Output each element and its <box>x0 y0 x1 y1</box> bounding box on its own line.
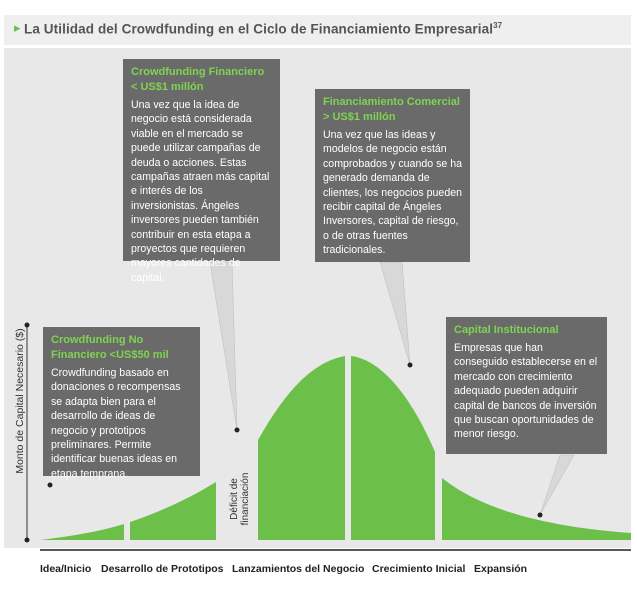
box-comercial-body: Una vez que las ideas y modelos de negoc… <box>323 129 462 257</box>
pointer-institucional <box>539 454 575 516</box>
box-no-financiero-body: Crowdfunding basado en donaciones o reco… <box>51 367 181 480</box>
pointer-dot-no-financiero <box>47 482 53 488</box>
box-financiamiento-comercial: Financiamiento Comercial > US$1 millón U… <box>315 89 470 262</box>
pointer-financiero <box>209 261 238 431</box>
box-financiero-heading: Crowdfunding Financiero < US$1 millón <box>131 66 265 93</box>
box-comercial-heading: Financiamiento Comercial > US$1 millón <box>323 96 460 123</box>
title-footnote: 37 <box>493 21 503 30</box>
box-capital-institucional: Capital Institucional Empresas que han c… <box>446 317 607 454</box>
pointer-dot-institucional <box>537 512 543 518</box>
y-axis-dot-bottom <box>24 537 30 543</box>
title-bar: ▸ La Utilidad del Crowdfunding en el Cic… <box>4 15 631 45</box>
title-text: La Utilidad del Crowdfunding en el Ciclo… <box>24 21 494 37</box>
box-no-financiero-heading: Crowdfunding No Financiero <US$50 mil <box>51 334 169 361</box>
area-prototipos <box>130 482 216 540</box>
y-axis-label: Monto de Capital Necesario ($) <box>14 328 26 474</box>
area-lanzamiento <box>258 356 345 540</box>
pointer-dot-financiero <box>234 427 240 433</box>
y-axis-dot-top <box>24 322 30 328</box>
box-crowdfunding-financiero: Crowdfunding Financiero < US$1 millón Un… <box>123 59 280 284</box>
stage-label-prototipos: Desarrollo de Prototipos <box>101 563 224 575</box>
area-expansion <box>442 478 631 540</box>
stage-label-crecimiento: Crecimiento Inicial <box>372 563 466 575</box>
box-financiero-body: Una vez que la idea de negocio está cons… <box>131 99 270 284</box>
box-institucional-body: Empresas que han conseguido establecerse… <box>454 342 598 441</box>
pointer-dot-comercial <box>407 362 413 368</box>
stage-label-idea: Idea/Inicio <box>40 563 92 575</box>
area-idea <box>40 524 124 540</box>
stage-label-lanzamientos: Lanzamientos del Negocio <box>232 563 365 575</box>
box-crowdfunding-no-financiero: Crowdfunding No Financiero <US$50 mil Cr… <box>43 327 200 480</box>
pointer-comercial <box>379 261 411 366</box>
box-institucional-heading: Capital Institucional <box>454 324 559 336</box>
page-title: La Utilidad del Crowdfunding en el Ciclo… <box>24 21 502 37</box>
stage-label-expansion: Expansión <box>474 563 528 575</box>
area-crecimiento <box>351 356 435 540</box>
title-arrow-icon: ▸ <box>14 20 21 35</box>
funding-gap-label: Déficit de financiación <box>229 472 251 526</box>
